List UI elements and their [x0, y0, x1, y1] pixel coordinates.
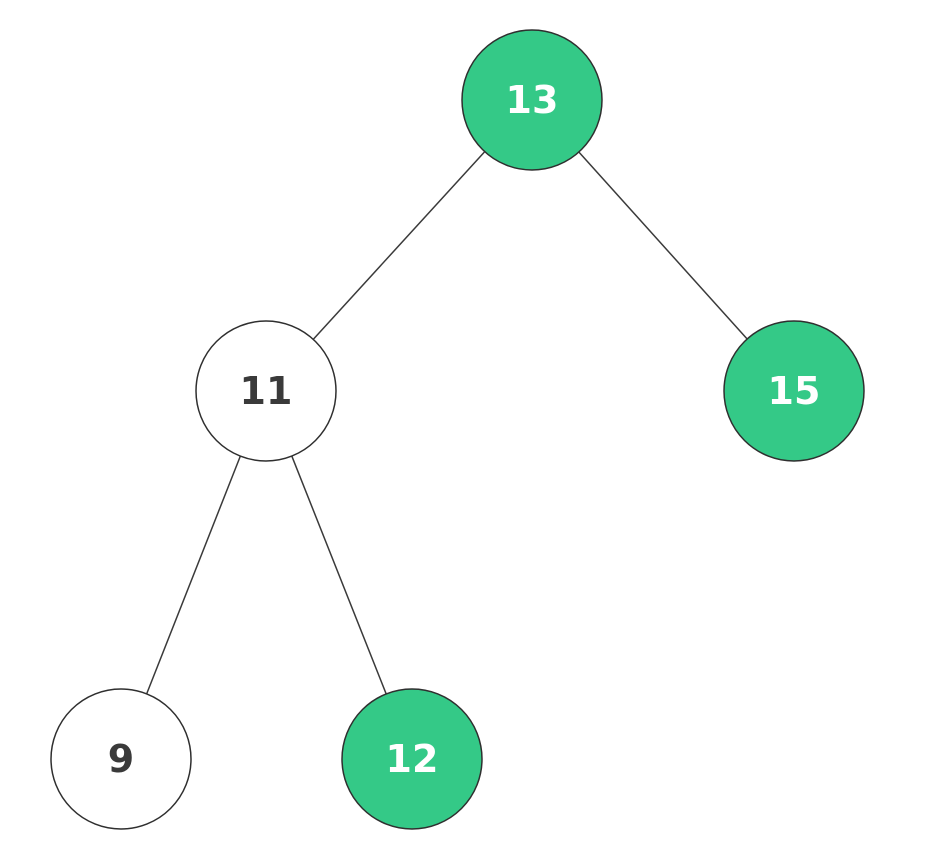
edge-11-12 [291, 455, 387, 695]
node-label-11: 11 [240, 369, 293, 413]
node-circle-13 [461, 29, 603, 171]
node-label-12: 12 [386, 737, 439, 781]
node-circle-9 [50, 688, 192, 830]
tree-node-15: 15 [723, 320, 865, 462]
edges-layer [145, 151, 748, 695]
tree-node-12: 12 [341, 688, 483, 830]
tree-node-13: 13 [461, 29, 603, 171]
node-label-15: 15 [768, 369, 821, 413]
node-circle-12 [341, 688, 483, 830]
tree-node-9: 9 [50, 688, 192, 830]
edge-11-9 [145, 455, 242, 695]
node-circle-11 [195, 320, 337, 462]
edge-13-11 [312, 151, 486, 340]
node-label-9: 9 [108, 737, 134, 781]
node-circle-15 [723, 320, 865, 462]
nodes-layer: 13 11 15 9 12 [50, 29, 865, 830]
node-label-13: 13 [506, 78, 559, 122]
tree-node-11: 11 [195, 320, 337, 462]
edge-13-15 [578, 151, 748, 340]
